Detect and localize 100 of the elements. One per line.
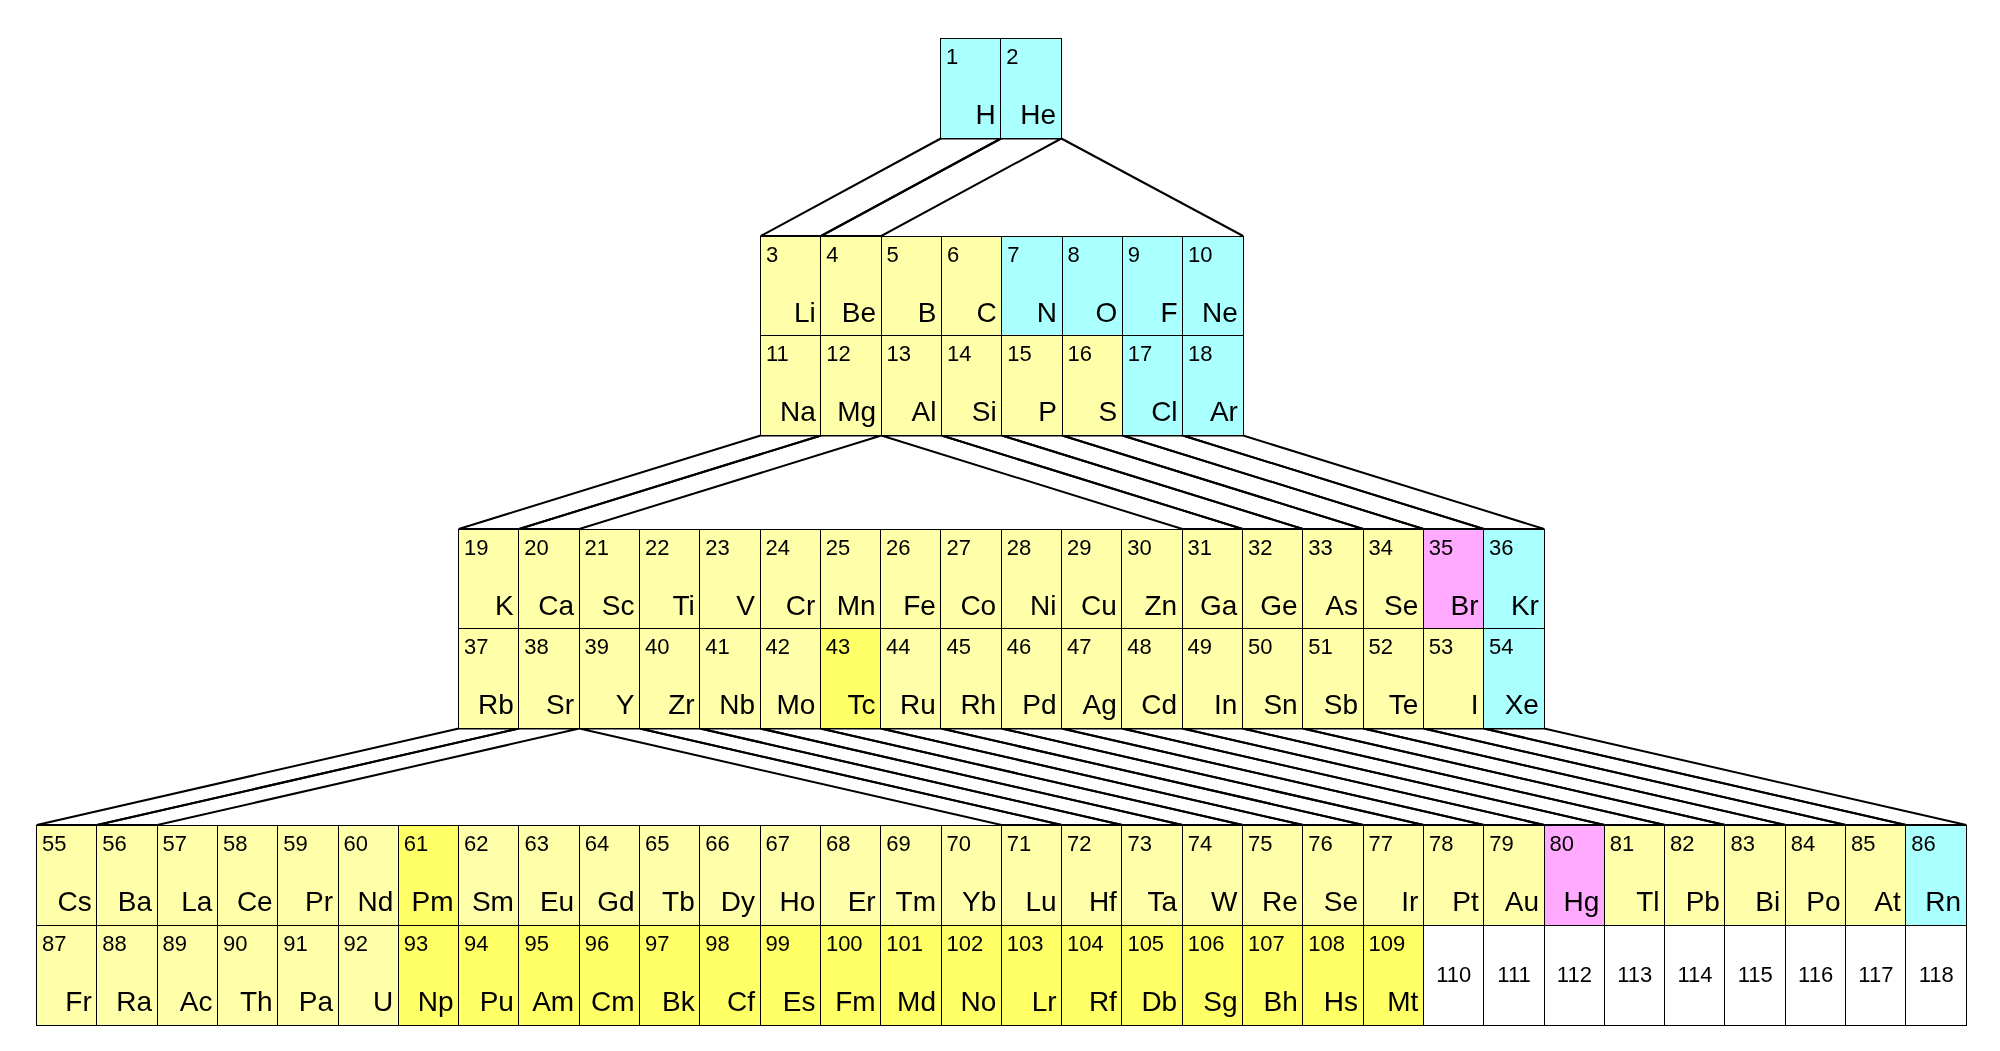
atomic-number: 34 [1368, 536, 1393, 560]
element-symbol: Hf [1088, 886, 1117, 917]
element-symbol: Br [1450, 590, 1479, 621]
atomic-number: 106 [1187, 932, 1225, 956]
element-symbol: Se [1384, 590, 1419, 621]
atomic-number: 92 [343, 932, 368, 956]
atomic-number: 65 [645, 832, 670, 856]
element-tile [397, 925, 460, 1026]
element-tile [1905, 825, 1968, 926]
atomic-number: 63 [524, 832, 549, 856]
element-tile [880, 925, 942, 1026]
atomic-number: 99 [765, 932, 791, 956]
element-symbol: H [975, 99, 996, 130]
element-symbol: Ta [1147, 886, 1178, 917]
element-symbol: O [1095, 297, 1118, 328]
element-tile [1121, 925, 1184, 1026]
element-symbol: K [495, 590, 514, 621]
element-tile [1182, 236, 1244, 337]
element-tile [216, 825, 279, 926]
atomic-number: 11 [766, 342, 789, 366]
atomic-number: 40 [644, 635, 670, 659]
element-symbol: Cf [727, 986, 756, 1017]
element-symbol: Na [780, 396, 816, 427]
element-tile [578, 628, 641, 729]
element-tile [1121, 236, 1184, 337]
element-tile [940, 335, 1003, 436]
atomic-number: 2 [1006, 45, 1019, 69]
element-tile [1724, 925, 1787, 1026]
element-tile [1302, 628, 1364, 729]
element-tile [638, 529, 701, 630]
atomic-number: 5 [886, 243, 899, 267]
element-tile [1664, 925, 1726, 1026]
element-tile [940, 529, 1003, 630]
atomic-number: 96 [584, 932, 610, 956]
atomic-number: 114 [1676, 963, 1714, 988]
element-symbol: Bi [1755, 886, 1781, 917]
atomic-number: 94 [464, 932, 489, 956]
element-tile [1483, 825, 1545, 926]
atomic-number: 58 [222, 832, 248, 856]
element-tile [880, 628, 942, 729]
element-tile [277, 825, 339, 926]
atomic-number: 83 [1730, 832, 1755, 856]
connector-band [1181, 434, 1546, 530]
element-symbol: Se [1323, 886, 1359, 917]
atomic-number: 102 [946, 932, 984, 956]
element-tile [518, 628, 581, 729]
element-tile [277, 925, 339, 1026]
atomic-number: 77 [1368, 832, 1394, 856]
element-tile [1121, 335, 1184, 436]
element-symbol: Y [615, 689, 635, 720]
element-tile [819, 628, 882, 729]
element-tile [1905, 925, 1968, 1026]
element-tile [940, 628, 1003, 729]
atomic-number: 42 [765, 635, 790, 659]
atomic-number: 26 [886, 536, 911, 560]
element-symbol: W [1211, 886, 1238, 917]
element-tile [880, 529, 942, 630]
element-symbol: Ce [236, 886, 273, 917]
element-symbol: Ac [179, 986, 213, 1017]
element-symbol: B [917, 297, 937, 328]
element-tile [820, 236, 883, 337]
element-symbol: Zn [1144, 590, 1178, 621]
atomic-number: 62 [464, 832, 489, 856]
element-symbol: P [1038, 396, 1057, 427]
element-tile [1362, 628, 1425, 729]
atomic-number: 66 [705, 832, 730, 856]
element-symbol: Mg [837, 396, 877, 427]
element-symbol: Pr [305, 886, 333, 917]
element-tile [760, 335, 822, 436]
atomic-number: 112 [1555, 963, 1593, 988]
element-tile [397, 825, 460, 926]
element-symbol: Nb [719, 689, 755, 720]
atomic-number: 75 [1248, 832, 1273, 856]
atomic-number: 93 [403, 932, 429, 956]
element-symbol: Ca [538, 590, 575, 621]
element-tile [1362, 925, 1425, 1026]
element-tile [1362, 529, 1425, 630]
element-symbol: Sc [601, 590, 635, 621]
element-tile [1000, 38, 1063, 139]
element-symbol: Re [1262, 886, 1298, 917]
element-tile [699, 628, 761, 729]
atomic-number: 18 [1188, 342, 1213, 366]
element-symbol: Pd [1022, 689, 1057, 720]
element-symbol: F [1160, 297, 1178, 328]
atomic-number: 46 [1006, 635, 1032, 659]
element-tile [759, 529, 822, 630]
element-tile [760, 236, 822, 337]
element-symbol: Po [1806, 886, 1841, 917]
atomic-number: 38 [524, 635, 549, 659]
element-symbol: Sr [546, 689, 575, 720]
element-symbol: At [1874, 886, 1901, 917]
element-tile [1181, 825, 1244, 926]
atomic-number: 56 [102, 832, 127, 856]
element-tile [1664, 825, 1726, 926]
element-symbol: V [736, 590, 755, 621]
element-tile [1302, 825, 1365, 926]
element-tile [880, 825, 942, 926]
atomic-number: 108 [1308, 932, 1345, 956]
element-tile [156, 825, 219, 926]
element-tile [1182, 335, 1244, 436]
